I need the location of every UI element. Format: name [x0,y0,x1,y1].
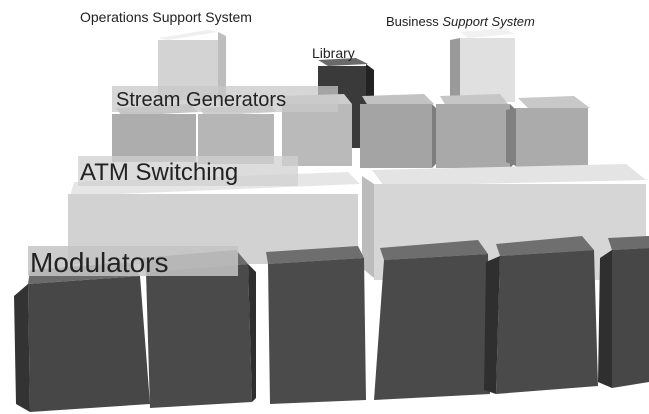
modulator-block [14,262,150,412]
bss-label: Business Support System [386,14,535,29]
modulators-label: Modulators [30,247,169,278]
stream-generator-block [112,104,198,162]
atm-switching-label-plate [78,156,298,186]
modulator-block [374,240,490,400]
stream-generators-label: Stream Generators [116,89,286,111]
stream-generator-block [506,96,590,168]
modulator-block [484,236,598,394]
stream-generator-block [198,104,276,164]
stream-generator-block [360,94,438,168]
modulators-label-plate [28,246,238,276]
library-label: Library [312,45,355,61]
atm-switching-label: ATM Switching [80,159,238,186]
modulator-block [598,236,649,388]
bss-label-plain: Business [386,14,439,29]
bss-label-italic: Support System [442,14,535,29]
oss-label: Operations Support System [80,9,252,25]
modulator-block [266,246,366,404]
stream-generators-label-plate [112,86,338,112]
bss-block [450,28,515,102]
stream-generator-block [436,94,516,168]
